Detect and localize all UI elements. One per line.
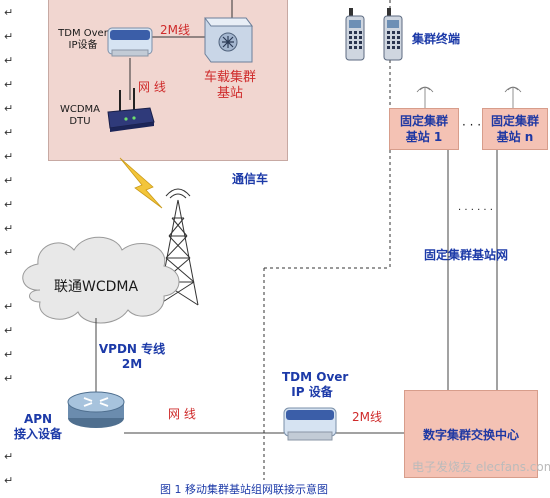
- paragraph-mark: ↵: [4, 126, 14, 139]
- vpdn-line2: 2M: [121, 357, 143, 371]
- dtu-line1: WCDMA: [59, 104, 101, 115]
- bottom-tdm-line2: IP 设备: [291, 385, 333, 399]
- tdm-over-ip-device-vehicle: [107, 27, 153, 57]
- antenna-icon: [416, 86, 434, 108]
- tdm-label-line2: IP设备: [68, 40, 98, 51]
- paragraph-mark: ↵: [4, 150, 14, 163]
- paragraph-mark: ↵: [4, 474, 14, 487]
- paragraph-mark: ↵: [4, 348, 14, 361]
- dtu-line2: DTU: [69, 116, 91, 127]
- wcdma-dtu-icon: [107, 88, 155, 132]
- paragraph-mark: ↵: [4, 174, 14, 187]
- fixed-base-station-1: 固定集群 基站 1: [389, 108, 459, 150]
- vehicle-base-station-label: 车载集群 基站: [200, 70, 260, 102]
- fixed-bs1-line2: 基站 1: [405, 130, 443, 144]
- paragraph-mark: ↵: [4, 450, 14, 463]
- paragraph-mark: ↵: [4, 300, 14, 313]
- apn-line2: 接入设备: [13, 427, 62, 441]
- wcdma-cloud-label: 联通WCDMA: [54, 279, 139, 295]
- trunk-terminal-icon: [383, 8, 403, 61]
- bottom-tdm-line1: TDM Over: [282, 370, 349, 384]
- trunk-terminals-label: 集群终端: [412, 32, 461, 46]
- apn-router-icon: [67, 391, 125, 428]
- vpdn-line1: VPDN 专线: [98, 342, 166, 356]
- paragraph-mark: ↵: [4, 30, 14, 43]
- vertical-ellipsis: · · · · · ·: [458, 205, 493, 216]
- vehicle-2m-link-label: 2M线: [160, 23, 190, 37]
- paragraph-mark: ↵: [4, 6, 14, 19]
- bottom-network-cable-label: 网 线: [168, 407, 196, 421]
- fixed-bsn-line2: 基站 n: [496, 130, 534, 144]
- antenna-icon: [504, 86, 522, 108]
- apn-access-device-label: APN 接入设备: [10, 412, 66, 442]
- switch-center-label: 数字集群交换中心: [422, 427, 519, 442]
- paragraph-mark: ↵: [4, 102, 14, 115]
- paragraph-mark: ↵: [4, 54, 14, 67]
- wcdma-cloud: [22, 236, 180, 324]
- horizontal-ellipsis: · · ·: [462, 118, 482, 132]
- wireless-link-icon: [119, 157, 163, 209]
- tdm-over-ip-label: TDM Over IP设备: [58, 28, 108, 52]
- digital-trunk-switching-center: 数字集群交换中心: [404, 390, 538, 478]
- tdm-label-line1: TDM Over: [58, 28, 108, 39]
- paragraph-mark: ↵: [4, 246, 14, 259]
- paragraph-mark: ↵: [4, 324, 14, 337]
- bottom-2m-link-label: 2M线: [352, 410, 382, 424]
- comm-vehicle-label: 通信车: [232, 172, 269, 186]
- apn-line1: APN: [23, 412, 53, 426]
- paragraph-mark: ↵: [4, 372, 14, 385]
- vehicle-bs-line1: 车载集群: [203, 70, 256, 85]
- vehicle-bs-line2: 基站: [216, 86, 243, 101]
- tdm-over-ip-device-bottom: [283, 407, 337, 441]
- trunk-terminal-icon: [345, 8, 365, 61]
- fixed-network-label: 固定集群基站网: [424, 248, 509, 262]
- watermark: 电子发烧友 elecfans.com: [412, 460, 550, 474]
- vehicle-network-cable-label: 网 线: [138, 80, 166, 94]
- paragraph-mark: ↵: [4, 78, 14, 91]
- paragraph-mark: ↵: [4, 198, 14, 211]
- fixed-bs1-line1: 固定集群: [399, 114, 448, 128]
- wcdma-dtu-label: WCDMA DTU: [58, 104, 102, 128]
- fixed-bsn-line1: 固定集群: [490, 114, 539, 128]
- bottom-tdm-over-ip-label: TDM Over IP 设备: [282, 370, 349, 400]
- vpdn-label: VPDN 专线 2M: [92, 342, 172, 372]
- figure-caption: 图 1 移动集群基站组网联接示意图: [160, 483, 328, 496]
- vehicle-base-station-icon: [204, 17, 253, 63]
- paragraph-mark: ↵: [4, 222, 14, 235]
- fixed-base-station-n: 固定集群 基站 n: [482, 108, 548, 150]
